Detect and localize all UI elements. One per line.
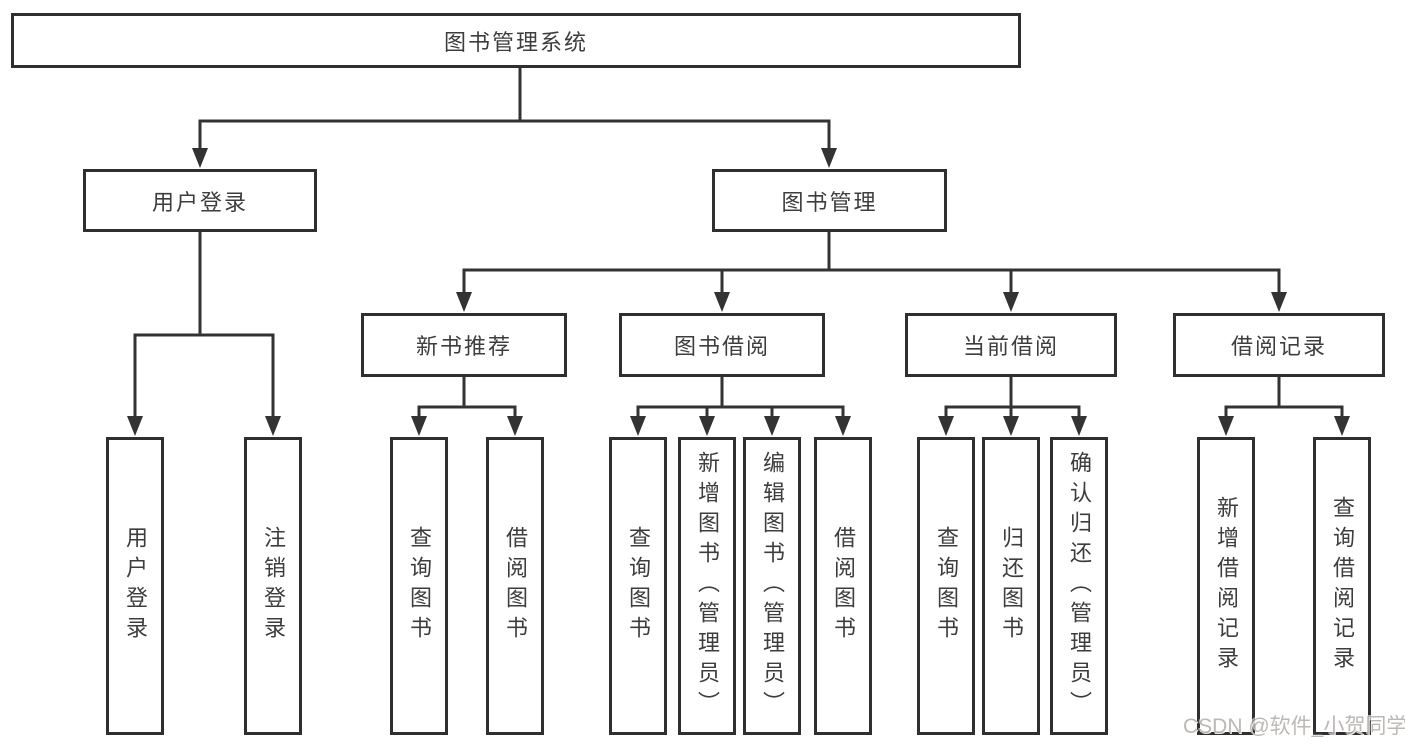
leaf-add-borrow-record: 新增借阅记录 <box>1197 437 1255 735</box>
leaf-label: 查询图书 <box>407 526 432 646</box>
leaf-label: 借阅图书 <box>503 526 528 646</box>
leaf-label: 编辑图书（管理员） <box>760 451 785 721</box>
leaf-label: 新增图书（管理员） <box>695 451 720 721</box>
leaf-label: 新增借阅记录 <box>1214 496 1239 676</box>
leaf-label: 确认归还（管理员） <box>1067 451 1092 721</box>
node-library-management-system: 图书管理系统 <box>11 13 1021 68</box>
leaf-label: 用户登录 <box>123 526 148 646</box>
leaf-query-borrow-record: 查询借阅记录 <box>1313 437 1371 735</box>
arrowheads <box>127 148 1350 436</box>
node-borrowing-records: 借阅记录 <box>1173 313 1385 377</box>
leaf-confirm-return-admin: 确认归还（管理员） <box>1050 437 1108 735</box>
leaf-query-books-current: 查询图书 <box>917 437 975 735</box>
leaf-logout: 注销登录 <box>244 437 302 735</box>
node-current-borrowing: 当前借阅 <box>905 313 1117 377</box>
node-new-book-recommendation: 新书推荐 <box>361 313 567 377</box>
node-label: 图书管理系统 <box>443 29 588 55</box>
node-label: 新书推荐 <box>415 334 512 359</box>
node-user-login: 用户登录 <box>83 169 317 232</box>
leaf-label: 查询图书 <box>626 526 651 646</box>
leaf-query-books-recommend: 查询图书 <box>390 437 448 735</box>
node-book-borrowing: 图书借阅 <box>619 313 825 377</box>
leaf-edit-books-admin: 编辑图书（管理员） <box>743 437 801 735</box>
leaf-user-login: 用户登录 <box>106 437 164 735</box>
node-book-management: 图书管理 <box>712 169 947 232</box>
leaf-label: 归还图书 <box>999 526 1024 646</box>
node-label: 图书借阅 <box>673 334 770 359</box>
leaf-return-books: 归还图书 <box>982 437 1040 735</box>
node-label: 当前借阅 <box>962 334 1059 359</box>
leaf-borrow-books-borrowing: 借阅图书 <box>814 437 872 735</box>
leaf-label: 查询图书 <box>934 526 959 646</box>
leaf-borrow-books-recommend: 借阅图书 <box>486 437 544 735</box>
csdn-watermark: CSDN @软件_小贺同学 <box>1183 715 1405 738</box>
node-label: 用户登录 <box>151 189 248 215</box>
leaf-label: 查询借阅记录 <box>1330 496 1355 676</box>
node-label: 借阅记录 <box>1230 334 1327 359</box>
node-label: 图书管理 <box>781 189 878 215</box>
leaf-label: 注销登录 <box>261 526 286 646</box>
leaf-add-books-admin: 新增图书（管理员） <box>678 437 736 735</box>
leaf-query-books-borrowing: 查询图书 <box>609 437 667 735</box>
leaf-label: 借阅图书 <box>831 526 856 646</box>
